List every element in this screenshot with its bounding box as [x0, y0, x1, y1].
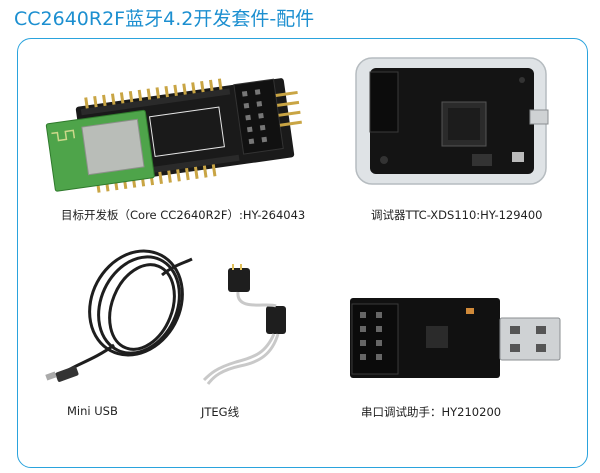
mini-usb-caption: Mini USB: [67, 404, 118, 418]
serial-adapter-caption: 串口调试助手：HY210200: [361, 405, 502, 419]
serial-adapter-photo: [350, 298, 561, 378]
debugger-photo: [355, 57, 549, 185]
debugger-caption: 调试器TTC-XDS110:HY-129400: [371, 208, 543, 222]
dev-board-caption: 目标开发板（Core CC2640R2F）:HY-264043: [61, 208, 306, 222]
dev-board-photo: [45, 78, 302, 193]
page-title: CC2640R2F蓝牙4.2开发套件-配件: [14, 8, 315, 30]
mini-usb-cable-photo: [45, 249, 193, 382]
jtag-cable-caption: JTEG线: [201, 405, 240, 419]
jtag-cable-photo: [202, 264, 286, 385]
